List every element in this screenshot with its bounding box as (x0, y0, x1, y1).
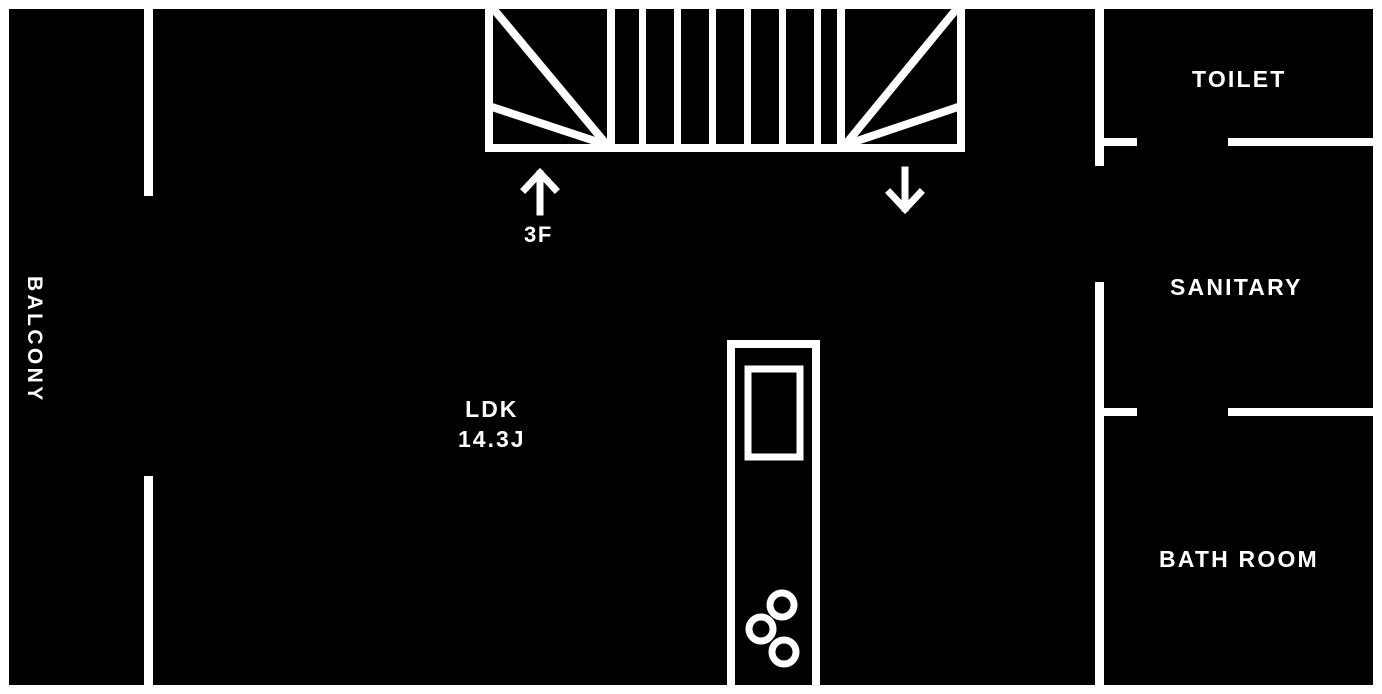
stair-up-floor-label: 3F (524, 222, 553, 247)
winder-left-tread-2 (487, 102, 609, 149)
service-wall-bottom-segment (1095, 430, 1104, 694)
wall-stub-toilet (1095, 138, 1137, 146)
outer-wall-top (0, 0, 1382, 9)
counter-wall-left (727, 340, 735, 694)
burner-icon (745, 613, 777, 645)
outer-wall-left (0, 0, 9, 694)
room-label-sanitary: SANITARY (1170, 274, 1303, 300)
ldk-name: LDK (465, 396, 519, 422)
arrow-up-icon (520, 167, 560, 216)
staircase-winder-right (837, 0, 963, 149)
service-rooms-partition-wall (1095, 0, 1104, 694)
cooktop-burners (745, 589, 800, 668)
staircase-wall-right (957, 0, 965, 152)
counter-wall-right (812, 340, 820, 694)
stair-tread (639, 0, 646, 146)
stair-tread (674, 0, 681, 146)
outer-wall-right (1373, 0, 1382, 694)
winder-right-tread-2 (843, 102, 963, 149)
divider-toilet-sanitary (1228, 138, 1382, 146)
staircase-wall-bottom (485, 144, 965, 152)
stair-tread (744, 0, 751, 146)
stair-tread (779, 0, 786, 146)
kitchen-sink (744, 365, 804, 461)
service-wall-top-segment (1095, 0, 1104, 166)
wall-stubs (1095, 138, 1137, 416)
burner-icon (768, 636, 800, 668)
kitchen-fixtures (727, 340, 820, 694)
burner-icon (766, 589, 798, 621)
staircase (485, 0, 965, 216)
service-room-dividers (1228, 138, 1382, 416)
counter-wall-top (727, 340, 820, 348)
stair-tread (709, 0, 716, 146)
staircase-wall-left (485, 0, 493, 152)
staircase-winder-left (487, 0, 615, 149)
balcony-wall-lower (144, 476, 153, 694)
arrow-down-icon (885, 166, 925, 215)
stair-direction-arrows (520, 166, 925, 216)
ldk-area: 14.3J (458, 426, 526, 453)
balcony-wall-upper (144, 0, 153, 196)
winder-left-tread-1 (487, 3, 611, 148)
wall-stub-sanitary (1095, 408, 1137, 416)
divider-sanitary-bathroom (1228, 408, 1382, 416)
room-label-balcony: BALCONY (23, 276, 46, 404)
service-wall-middle-segment (1095, 282, 1104, 430)
staircase-treads (639, 0, 821, 146)
balcony-partition-wall (144, 0, 153, 694)
winder-right-tread-1 (841, 3, 963, 148)
stair-tread (814, 0, 821, 146)
outer-wall-bottom (0, 685, 1382, 694)
room-label-ldk: LDK 14.3J (458, 394, 526, 455)
room-label-toilet: TOILET (1192, 66, 1287, 92)
kitchen-counter (727, 340, 820, 694)
staircase-enclosure (485, 0, 965, 152)
room-label-bathroom: BATH ROOM (1159, 546, 1319, 572)
